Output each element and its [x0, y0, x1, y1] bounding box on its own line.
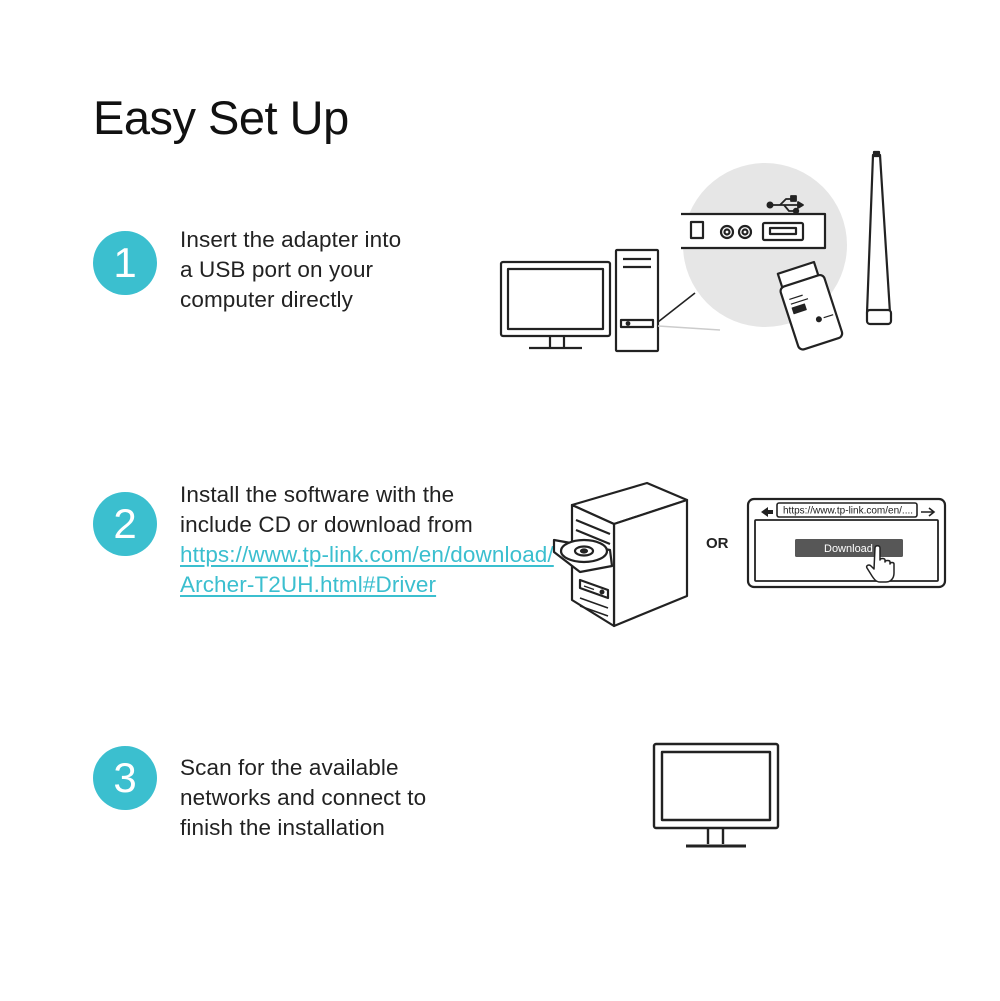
forward-arrow-icon [921, 507, 936, 517]
step-3-line-1: Scan for the available [180, 755, 399, 780]
step-2-line-2: include CD or download from [180, 512, 473, 537]
monitor-illustration [652, 742, 780, 848]
hand-cursor-icon [865, 545, 895, 583]
step-3-badge: 3 [93, 746, 157, 810]
browser-url: https://www.tp-link.com/en/.... [783, 506, 913, 517]
page-title: Easy Set Up [93, 91, 349, 144]
usb-icon [766, 195, 804, 215]
tower-icon [614, 248, 660, 353]
usb-adapter [776, 260, 844, 351]
computer-usb-illustration [499, 150, 893, 353]
step-1-line-2: a USB port on your [180, 257, 374, 282]
download-button-label: Download [824, 543, 873, 555]
step-1-line-3: computer directly [180, 287, 354, 312]
download-link-line-2[interactable]: Archer-T2UH.html#Driver [180, 572, 437, 597]
antenna [865, 150, 893, 326]
step-1-line-1: Insert the adapter into [180, 227, 402, 252]
back-arrow-icon [761, 507, 773, 517]
step-2-text: Install the software with the include CD… [180, 480, 554, 600]
or-label: OR [706, 535, 729, 552]
step-1-badge: 1 [93, 231, 157, 295]
step-3-line-2: networks and connect to [180, 785, 427, 810]
browser-download-illustration: https://www.tp-link.com/en/.... Download [746, 497, 947, 589]
cd-install-illustration [552, 481, 689, 628]
step-2-line-1: Install the software with the [180, 482, 455, 507]
step-1-text: Insert the adapter into a USB port on yo… [180, 225, 401, 315]
step-2-badge: 2 [93, 492, 157, 556]
step-3-line-3: finish the installation [180, 815, 385, 840]
url-bar [776, 502, 918, 518]
step-3-text: Scan for the available networks and conn… [180, 753, 426, 843]
download-link-line-1[interactable]: https://www.tp-link.com/en/download/ [180, 542, 554, 567]
